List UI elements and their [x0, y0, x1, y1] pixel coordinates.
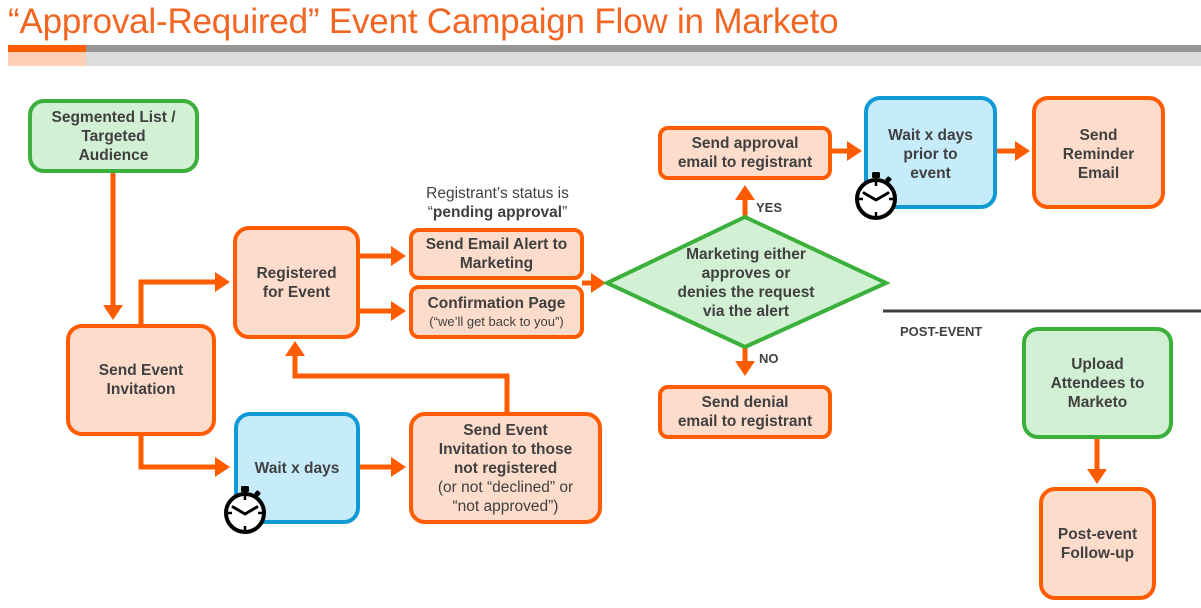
- stopwatch-icon: [224, 486, 266, 534]
- node-text: Email: [1077, 165, 1120, 182]
- node-wait-x-days: Wait x days: [234, 412, 360, 524]
- yes-label: YES: [756, 200, 783, 215]
- decision-line: denies the request: [677, 284, 815, 301]
- node-text: Reminder: [1062, 146, 1135, 163]
- no-label: NO: [759, 351, 779, 366]
- node-text: for Event: [262, 283, 331, 301]
- node-text: Send Email Alert to: [425, 236, 568, 253]
- node-send-reminder-email: Send Reminder Email: [1032, 96, 1165, 209]
- decision-line: approves or: [701, 265, 791, 282]
- title-underline-light-accent: [8, 52, 86, 66]
- node-text: not registered: [453, 459, 558, 477]
- status-note-line2: “pending approval”: [427, 204, 568, 221]
- node-send-email-alert: Send Email Alert to Marketing: [409, 228, 584, 280]
- node-send-invitation-not-registered: Send Event Invitation to those not regis…: [409, 412, 602, 524]
- decision-line: via the alert: [702, 303, 790, 320]
- node-segmented-list: Segmented List / Targeted Audience: [28, 99, 199, 173]
- node-send-denial-email: Send denial email to registrant: [658, 385, 832, 439]
- node-text: Post-event: [1057, 525, 1138, 543]
- node-text: Send denial: [701, 394, 789, 411]
- node-registered-for-event: Registered for Event: [233, 226, 360, 339]
- node-text: Wait x days: [888, 127, 973, 144]
- node-text: Send Event: [463, 421, 548, 439]
- node-subtext: (“we’ll get back to you”): [429, 314, 564, 329]
- node-text: Follow-up: [1060, 544, 1135, 562]
- node-text: Targeted: [81, 127, 146, 145]
- status-note-line1: Registrant’s status is: [426, 185, 569, 202]
- node-text: Marketing: [459, 255, 534, 272]
- decision-text: Marketing either approves or denies the …: [660, 245, 832, 321]
- node-post-event-followup: Post-event Follow-up: [1039, 487, 1156, 600]
- status-note: Registrant’s status is “pending approval…: [405, 184, 590, 222]
- node-text: Confirmation Page: [427, 295, 566, 312]
- node-subtext: (or not “declined” or: [437, 478, 574, 496]
- node-text: Invitation to those: [438, 440, 573, 458]
- node-text: Send approval: [691, 135, 799, 152]
- arrow-invitation-to-registered: [138, 272, 230, 326]
- node-text: Segmented List /: [51, 108, 176, 126]
- node-send-approval-email: Send approval email to registrant: [658, 126, 832, 180]
- node-text: Audience: [78, 146, 149, 164]
- node-confirmation-page: Confirmation Page (“we’ll get back to yo…: [409, 285, 584, 339]
- node-text: Send: [1079, 127, 1118, 144]
- page-title: “Approval-Required” Event Campaign Flow …: [8, 2, 839, 41]
- title-underline-light: [86, 52, 1201, 66]
- node-text: Attendees to: [1050, 374, 1145, 392]
- node-text: Wait x days: [254, 459, 340, 477]
- node-text: Upload: [1071, 355, 1124, 373]
- stopwatch-icon: [855, 172, 897, 220]
- post-event-label: POST-EVENT: [900, 324, 983, 339]
- title-underline-accent: [8, 45, 86, 52]
- decision-line: Marketing either: [686, 246, 806, 263]
- arrow-invitation-to-wait: [138, 435, 230, 477]
- node-text: Send Event: [98, 362, 184, 379]
- title-underline-dark: [86, 45, 1201, 52]
- node-text: event: [910, 165, 951, 182]
- node-upload-attendees: Upload Attendees to Marketo: [1022, 327, 1173, 439]
- node-text: email to registrant: [677, 154, 813, 171]
- node-send-event-invitation: Send Event Invitation: [66, 324, 216, 436]
- node-text: email to registrant: [677, 413, 813, 430]
- node-text: prior to: [903, 146, 958, 163]
- arrow-resend-to-registered: [285, 341, 510, 413]
- node-text: Marketo: [1067, 393, 1128, 411]
- node-text: Registered: [256, 264, 337, 282]
- node-text: Invitation: [106, 381, 176, 398]
- decision-diamond: [602, 214, 891, 350]
- node-subtext: “not approved”): [452, 497, 559, 515]
